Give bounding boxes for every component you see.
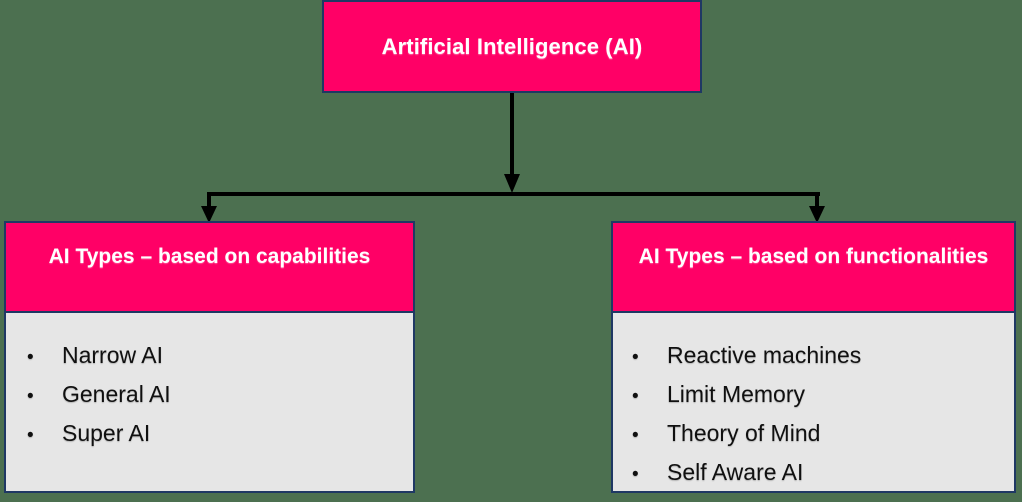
trunk-arrowhead-icon xyxy=(504,174,520,193)
branch-card-functionalities[interactable]: AI Types – based on functionalities • Re… xyxy=(611,221,1016,493)
branch-body-capabilities: • Narrow AI • General AI • Super AI xyxy=(6,313,413,454)
list-item[interactable]: • Reactive machines xyxy=(613,337,1014,376)
root-node-title: Artificial Intelligence (AI) xyxy=(381,33,643,59)
list-item[interactable]: • Theory of Mind xyxy=(613,415,1014,454)
list-item-label: Theory of Mind xyxy=(667,420,821,446)
list-item-label: Super AI xyxy=(62,420,151,446)
list-item-label: Self Aware AI xyxy=(667,459,804,485)
branch-header-capabilities: AI Types – based on capabilities xyxy=(6,223,413,313)
bullet-icon: • xyxy=(632,347,639,368)
bullet-icon: • xyxy=(27,386,34,407)
left-branch-arrowhead-icon xyxy=(201,206,217,223)
list-item-label: General AI xyxy=(62,381,171,407)
branch-card-capabilities[interactable]: AI Types – based on capabilities • Narro… xyxy=(4,221,415,493)
horizontal-bus-connector-line xyxy=(207,192,820,196)
list-item-label: Limit Memory xyxy=(667,381,806,407)
bullet-list-capabilities: • Narrow AI • General AI • Super AI xyxy=(6,337,413,454)
list-item[interactable]: • Narrow AI xyxy=(6,337,413,376)
right-branch-connector-line xyxy=(815,192,819,212)
list-item-label: Reactive machines xyxy=(667,342,862,368)
branch-body-functionalities: • Reactive machines • Limit Memory • The… xyxy=(613,313,1014,491)
list-item[interactable]: • General AI xyxy=(6,376,413,415)
bullet-icon: • xyxy=(632,464,639,485)
bullet-icon: • xyxy=(27,347,34,368)
left-branch-connector-line xyxy=(207,192,211,212)
root-node-artificial-intelligence[interactable]: Artificial Intelligence (AI) xyxy=(322,0,702,93)
bullet-list-functionalities: • Reactive machines • Limit Memory • The… xyxy=(613,337,1014,491)
list-item-label: Narrow AI xyxy=(62,342,163,368)
list-item[interactable]: • Super AI xyxy=(6,415,413,454)
list-item[interactable]: • Self Aware AI xyxy=(613,454,1014,491)
right-branch-arrowhead-icon xyxy=(809,206,825,223)
list-item[interactable]: • Limit Memory xyxy=(613,376,1014,415)
trunk-connector-line xyxy=(510,93,514,177)
branch-header-functionalities: AI Types – based on functionalities xyxy=(613,223,1014,313)
bullet-icon: • xyxy=(27,425,34,446)
bullet-icon: • xyxy=(632,386,639,407)
bullet-icon: • xyxy=(632,425,639,446)
